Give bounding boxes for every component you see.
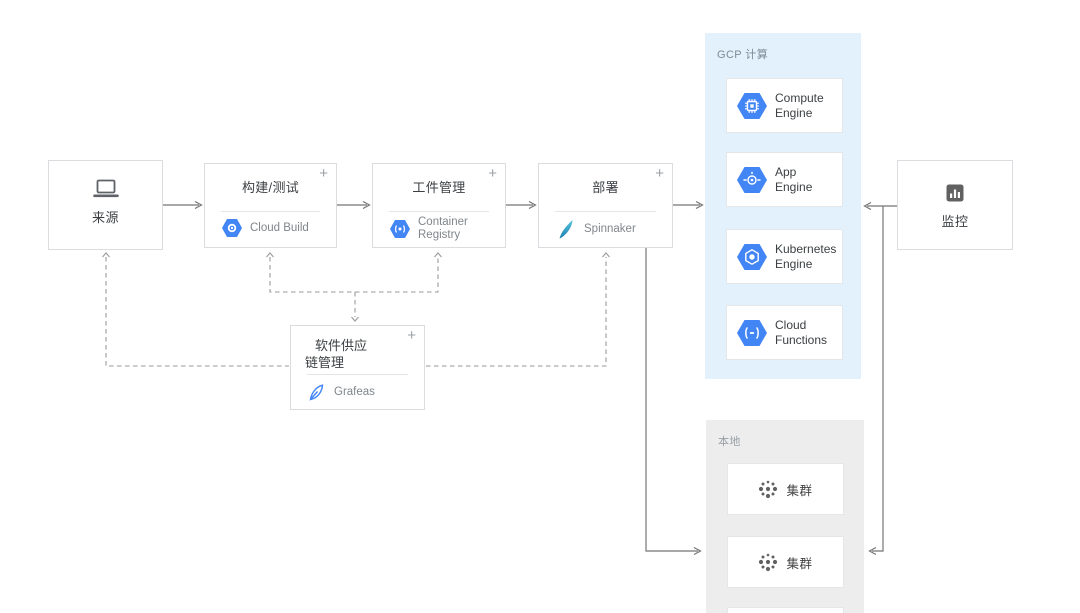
gcp-panel-title: GCP 计算 bbox=[717, 49, 769, 61]
compute-engine-icon bbox=[737, 92, 767, 119]
monitor-label: 监控 bbox=[941, 214, 969, 229]
kubernetes-engine-icon bbox=[737, 243, 767, 270]
deploy-box[interactable]: + 部署 Spinnaker bbox=[538, 163, 673, 248]
cluster-label: 集群 bbox=[786, 556, 813, 571]
grafeas-feather-icon bbox=[306, 382, 326, 402]
cloud-build-label: Cloud Build bbox=[250, 221, 309, 234]
divider bbox=[555, 211, 656, 212]
spinnaker-label: Spinnaker bbox=[584, 223, 636, 235]
divider bbox=[307, 374, 408, 375]
cloud-functions-icon bbox=[737, 319, 767, 346]
spinnaker-icon bbox=[556, 219, 576, 240]
cluster-icon bbox=[758, 479, 778, 499]
build-test-title: 构建/测试 bbox=[241, 180, 300, 195]
cluster-icon bbox=[758, 552, 778, 572]
dashed-feedback-lines bbox=[105, 257, 607, 367]
expand-plus-icon[interactable]: + bbox=[655, 165, 664, 182]
cluster-label: 集群 bbox=[786, 483, 813, 498]
build-test-box[interactable]: + 构建/测试 Cloud Build bbox=[204, 163, 337, 248]
deploy-title: 部署 bbox=[592, 180, 619, 195]
solid-arrows bbox=[163, 200, 897, 556]
cluster-box-1[interactable]: 集群 bbox=[727, 463, 844, 515]
expand-plus-icon[interactable]: + bbox=[319, 165, 328, 182]
grafeas-label: Grafeas bbox=[334, 385, 375, 398]
dashed-arrowheads bbox=[102, 252, 610, 322]
supply-chain-title: 软件供应 链管理 bbox=[305, 338, 368, 370]
cluster-box-3[interactable]: 集群 bbox=[727, 607, 844, 613]
source-label: 来源 bbox=[91, 210, 119, 225]
cluster-box-2[interactable]: 集群 bbox=[727, 536, 844, 588]
monitor-box[interactable]: 监控 bbox=[897, 160, 1013, 250]
expand-plus-icon[interactable]: + bbox=[488, 165, 497, 182]
container-registry-icon bbox=[390, 220, 410, 238]
expand-plus-icon[interactable]: + bbox=[407, 327, 416, 344]
divider bbox=[389, 211, 489, 212]
supply-chain-box[interactable]: + 软件供应 链管理 Grafeas bbox=[290, 325, 425, 410]
source-box[interactable]: 来源 bbox=[48, 160, 163, 250]
cloud-build-icon bbox=[222, 219, 242, 237]
onprem-panel-title: 本地 bbox=[718, 436, 741, 448]
laptop-icon bbox=[49, 178, 162, 200]
monitoring-chart-icon bbox=[898, 184, 1012, 202]
divider bbox=[221, 211, 320, 212]
app-engine-icon bbox=[737, 166, 767, 193]
artifact-management-title: 工件管理 bbox=[412, 180, 466, 195]
